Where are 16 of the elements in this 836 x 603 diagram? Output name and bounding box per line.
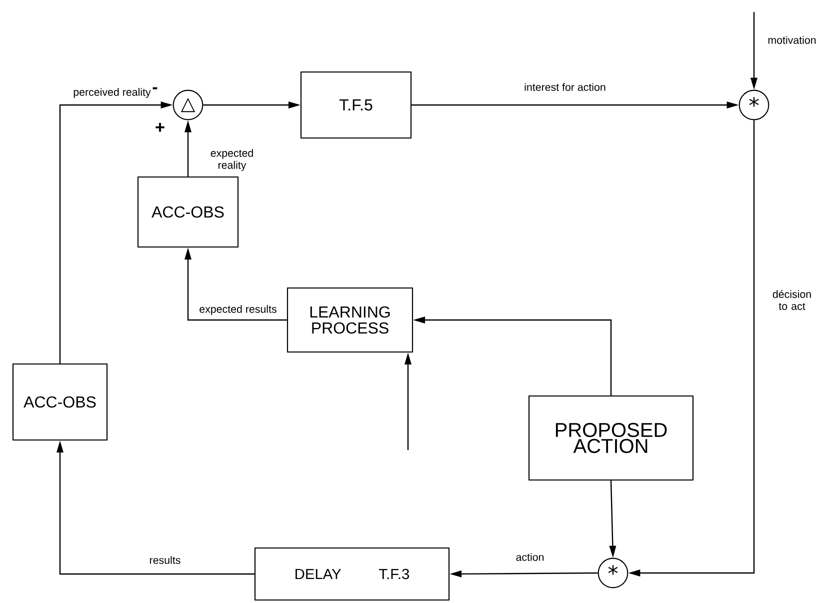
edge-label: action — [516, 553, 544, 561]
edge-label: motivation — [768, 36, 816, 44]
edge-label: results — [150, 556, 180, 564]
edge-label: décision to act — [772, 290, 811, 310]
edge-label: expected results — [200, 305, 276, 315]
process-box: PROPOSED ACTION — [528, 395, 694, 481]
process-box: DELAY T.F.3 — [254, 547, 450, 601]
sign-label: + — [156, 122, 164, 132]
edge-label: interest for action — [524, 83, 606, 91]
process-box: LEARNING PROCESS — [286, 287, 414, 353]
sign-label: - — [152, 87, 158, 90]
process-box: ACC-OBS — [12, 363, 108, 441]
edge-label: expected reality — [210, 149, 253, 171]
process-box: T.F.5 — [300, 71, 412, 139]
process-box: ACC-OBS — [137, 176, 239, 248]
edge-label: perceived reality — [74, 88, 151, 98]
